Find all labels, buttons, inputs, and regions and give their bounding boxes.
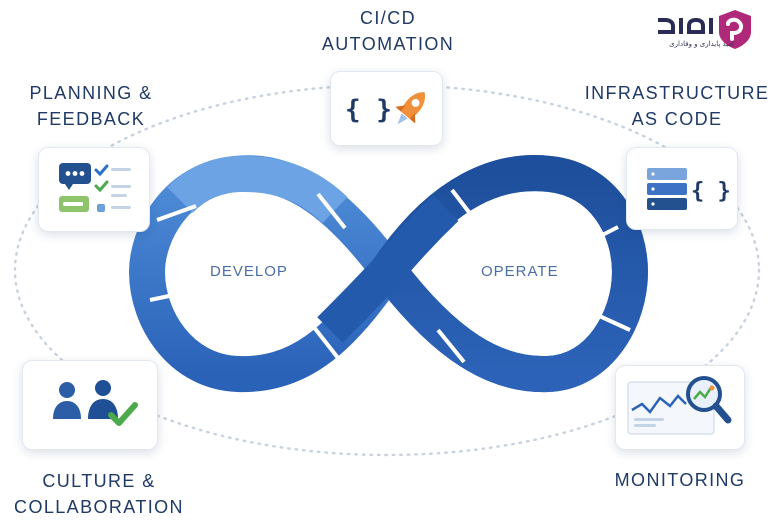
infinity-loop-cross-strand xyxy=(317,194,459,343)
cicd-card: { } xyxy=(330,71,443,146)
brand-tagline: امید پایداری و وفاداری xyxy=(669,40,734,48)
brand-shield-icon xyxy=(719,10,751,49)
svg-text:{ }: { } xyxy=(691,179,731,204)
cicd-automation-label: CI/CD AUTOMATION xyxy=(308,5,468,57)
checkmark-icon xyxy=(108,402,138,426)
infinity-loop-develop-segment xyxy=(167,155,348,224)
infrastructure-as-code-card: { } xyxy=(626,147,738,230)
svg-text:{ }: { } xyxy=(345,95,392,125)
planning-label-line1: PLANNING & xyxy=(29,83,153,103)
culture-label-line1: CULTURE & xyxy=(42,471,156,491)
monitoring-card xyxy=(615,365,745,450)
loop-segment-separators xyxy=(149,188,631,364)
cicd-label-line1: CI/CD xyxy=(360,8,416,28)
magnifier-icon xyxy=(686,376,732,424)
infrastructure-label-line1: INFRASTRUCTURE xyxy=(584,83,770,103)
brand-wordmark-icon xyxy=(658,18,713,34)
curly-braces-icon: { } xyxy=(691,179,731,204)
monitoring-label-line1: MONITORING xyxy=(614,470,746,490)
operate-label: OPERATE xyxy=(481,263,559,280)
infrastructure-label-line2: AS CODE xyxy=(631,109,723,129)
team-people-icon xyxy=(53,380,118,419)
culture-collaboration-card xyxy=(22,360,158,450)
brand-logo xyxy=(658,10,751,49)
server-stack-icon xyxy=(647,168,687,210)
planning-feedback-label: PLANNING & FEEDBACK xyxy=(12,80,170,132)
culture-label-line2: COLLABORATION xyxy=(14,497,184,517)
planning-feedback-card xyxy=(38,147,150,232)
develop-label: DEVELOP xyxy=(210,263,288,280)
infinity-loop xyxy=(128,155,649,393)
feedback-form-icon xyxy=(59,196,89,212)
chat-bubble-icon xyxy=(59,163,91,190)
planning-label-line2: FEEDBACK xyxy=(36,109,146,129)
rocket-icon xyxy=(395,92,426,125)
infinity-loop-right-lobe xyxy=(373,155,649,393)
infrastructure-as-code-label: INFRASTRUCTURE AS CODE xyxy=(580,80,774,132)
culture-collaboration-label: CULTURE & COLLABORATION xyxy=(4,468,194,520)
cicd-label-line2: AUTOMATION xyxy=(321,34,455,54)
monitoring-label: MONITORING xyxy=(600,467,760,493)
checklist-icon xyxy=(94,164,131,212)
curly-braces-icon: { } xyxy=(345,95,392,125)
